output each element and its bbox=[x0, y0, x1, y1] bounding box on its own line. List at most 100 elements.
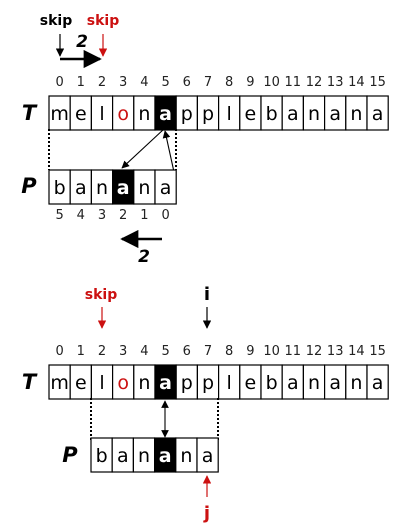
text-char: n bbox=[308, 372, 320, 394]
shift-amount-label: 2 bbox=[76, 32, 88, 52]
text-index: 2 bbox=[98, 344, 106, 359]
text-index: 6 bbox=[183, 75, 191, 90]
text-char: a bbox=[287, 372, 299, 394]
pattern-row-label-bottom: P bbox=[62, 443, 78, 467]
text-index: 13 bbox=[327, 75, 344, 90]
text-index: 15 bbox=[369, 344, 386, 359]
pattern-index: 4 bbox=[77, 208, 85, 223]
text-index: 3 bbox=[119, 344, 127, 359]
text-cell bbox=[366, 95, 389, 131]
text-index: 11 bbox=[285, 75, 302, 90]
pattern-cell bbox=[196, 437, 219, 473]
pattern-cell bbox=[154, 169, 177, 205]
text-char: l bbox=[99, 372, 104, 394]
text-index: 6 bbox=[183, 344, 191, 359]
text-row-label: T bbox=[22, 101, 38, 125]
pattern-char: b bbox=[54, 177, 66, 199]
text-index: 1 bbox=[77, 75, 85, 90]
text-char: n bbox=[138, 103, 150, 125]
text-char: e bbox=[245, 103, 257, 125]
text-char: a bbox=[159, 103, 172, 125]
text-char: a bbox=[287, 103, 299, 125]
pattern-row-label: P bbox=[21, 174, 37, 198]
pattern-char: n bbox=[96, 177, 108, 199]
text-char: a bbox=[329, 372, 341, 394]
text-index: 10 bbox=[263, 75, 280, 90]
text-char: o bbox=[117, 372, 129, 394]
text-char: l bbox=[99, 103, 104, 125]
text-index: 4 bbox=[140, 75, 148, 90]
pattern-char: a bbox=[159, 445, 172, 467]
text-index: 3 bbox=[119, 75, 127, 90]
pattern-char: a bbox=[160, 177, 172, 199]
text-index: 1 bbox=[77, 344, 85, 359]
j-pointer-label: j bbox=[203, 503, 210, 524]
text-char: b bbox=[266, 103, 278, 125]
pattern-char: b bbox=[96, 445, 108, 467]
text-index: 0 bbox=[55, 344, 63, 359]
text-index: 9 bbox=[246, 344, 254, 359]
text-index: 0 bbox=[55, 75, 63, 90]
back-shift-amount-label: 2 bbox=[138, 247, 150, 267]
text-char: n bbox=[138, 372, 150, 394]
pattern-char: a bbox=[117, 177, 130, 199]
text-char: a bbox=[372, 103, 384, 125]
text-char: a bbox=[159, 372, 172, 394]
skip-label-red-bottom: skip bbox=[85, 287, 117, 303]
text-char: p bbox=[202, 372, 214, 394]
text-index: 14 bbox=[348, 344, 365, 359]
skip-label-red: skip bbox=[87, 13, 119, 29]
text-char: o bbox=[117, 103, 129, 125]
pattern-char: n bbox=[138, 177, 150, 199]
text-index: 5 bbox=[161, 75, 169, 90]
text-index: 12 bbox=[306, 344, 323, 359]
text-char: a bbox=[372, 372, 384, 394]
text-cell bbox=[366, 364, 389, 400]
skip-label-black: skip bbox=[40, 13, 72, 29]
text-index: 8 bbox=[225, 344, 233, 359]
text-char: n bbox=[308, 103, 320, 125]
pattern-index: 0 bbox=[161, 208, 169, 223]
pattern-char: n bbox=[138, 445, 150, 467]
text-char: e bbox=[245, 372, 257, 394]
match-arrow-to-text bbox=[162, 130, 175, 173]
text-char: m bbox=[50, 103, 69, 125]
text-index: 14 bbox=[348, 75, 365, 90]
text-char: p bbox=[202, 103, 214, 125]
text-index: 7 bbox=[204, 344, 212, 359]
text-index: 12 bbox=[306, 75, 323, 90]
text-char: l bbox=[227, 103, 232, 125]
text-index: 5 bbox=[161, 344, 169, 359]
text-char: m bbox=[50, 372, 69, 394]
pattern-char: n bbox=[180, 445, 192, 467]
text-index: 8 bbox=[225, 75, 233, 90]
text-index: 7 bbox=[204, 75, 212, 90]
pattern-char: a bbox=[75, 177, 87, 199]
text-index: 9 bbox=[246, 75, 254, 90]
text-char: n bbox=[350, 103, 362, 125]
text-index: 13 bbox=[327, 344, 344, 359]
text-index: 10 bbox=[263, 344, 280, 359]
text-index: 11 bbox=[285, 344, 302, 359]
pattern-char: a bbox=[202, 445, 214, 467]
text-char: n bbox=[350, 372, 362, 394]
text-row-label-bottom: T bbox=[22, 370, 38, 394]
text-char: e bbox=[75, 372, 87, 394]
pattern-index: 3 bbox=[98, 208, 106, 223]
match-arrow-to-pattern bbox=[121, 128, 165, 169]
text-char: p bbox=[181, 372, 193, 394]
pattern-index: 1 bbox=[140, 208, 148, 223]
i-pointer-label: i bbox=[204, 284, 210, 305]
text-char: e bbox=[75, 103, 87, 125]
text-char: p bbox=[181, 103, 193, 125]
